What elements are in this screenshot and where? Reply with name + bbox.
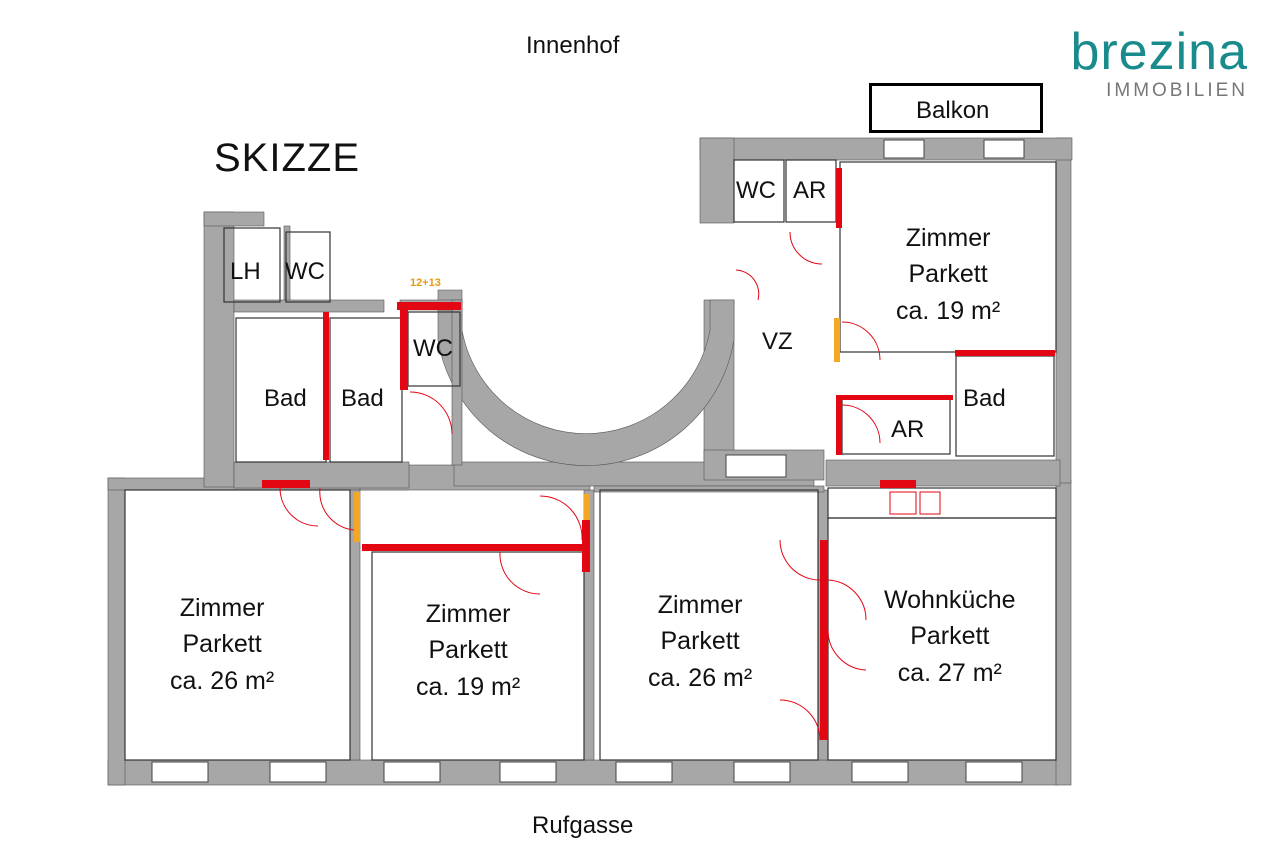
rufgasse-label: Rufgasse (532, 812, 634, 839)
room-outlines (124, 159, 1057, 761)
room-zimmer-ne: Zimmer Parkett ca. 19 m² (896, 220, 1000, 329)
ar-top-label: AR (793, 177, 827, 204)
room-zimmer-3: Zimmer Parkett ca. 26 m² (648, 587, 752, 696)
room-name: Zimmer (179, 594, 265, 622)
logo-subtitle: IMMOBILIEN (1106, 80, 1248, 101)
room-name: Wohnküche (884, 586, 1016, 614)
page-title: SKIZZE (214, 136, 361, 180)
bad-right-label: Bad (963, 385, 1006, 412)
balkon-outline (869, 83, 1043, 133)
wc-right-label: WC (736, 177, 776, 204)
kitchen-counter (889, 491, 941, 515)
room-floor: Parkett (182, 630, 262, 659)
room-zimmer-1: Zimmer Parkett ca. 26 m² (170, 590, 274, 699)
windows (151, 139, 1025, 783)
room-area: ca. 19 m² (416, 672, 521, 701)
room-floor: Parkett (660, 627, 740, 656)
wc-left-label: WC (285, 258, 325, 285)
room-area: ca. 27 m² (897, 658, 1002, 687)
room-name: Zimmer (657, 591, 743, 619)
balkon-label: Balkon (916, 97, 990, 124)
room-floor: Parkett (908, 260, 988, 289)
room-area: ca. 26 m² (648, 663, 753, 692)
room-floor: Parkett (428, 636, 508, 665)
innenhof-label: Innenhof (526, 32, 620, 59)
room-name: Zimmer (425, 600, 511, 628)
bad-left-label: Bad (264, 385, 307, 412)
room-area: ca. 19 m² (896, 296, 1001, 325)
stair-marker-top: 12+13 (410, 277, 441, 289)
room-zimmer-2: Zimmer Parkett ca. 19 m² (416, 596, 520, 705)
room-name: Zimmer (905, 224, 991, 252)
bad-mid-label: Bad (341, 385, 384, 412)
logo-wordmark: brezina (1070, 23, 1248, 81)
marked-openings (354, 318, 840, 542)
door-swings (279, 231, 881, 741)
room-area: ca. 26 m² (170, 666, 275, 695)
ar-bottom-label: AR (891, 416, 925, 443)
room-wohnkueche: Wohnküche Parkett ca. 27 m² (884, 582, 1016, 691)
lh-label: LH (230, 258, 261, 285)
new-walls (262, 168, 1055, 740)
wc-mid-label: WC (413, 335, 453, 362)
room-floor: Parkett (910, 622, 990, 651)
vz-label: VZ (762, 328, 793, 355)
brezina-logo: brezina IMMOBILIEN (1070, 26, 1248, 102)
